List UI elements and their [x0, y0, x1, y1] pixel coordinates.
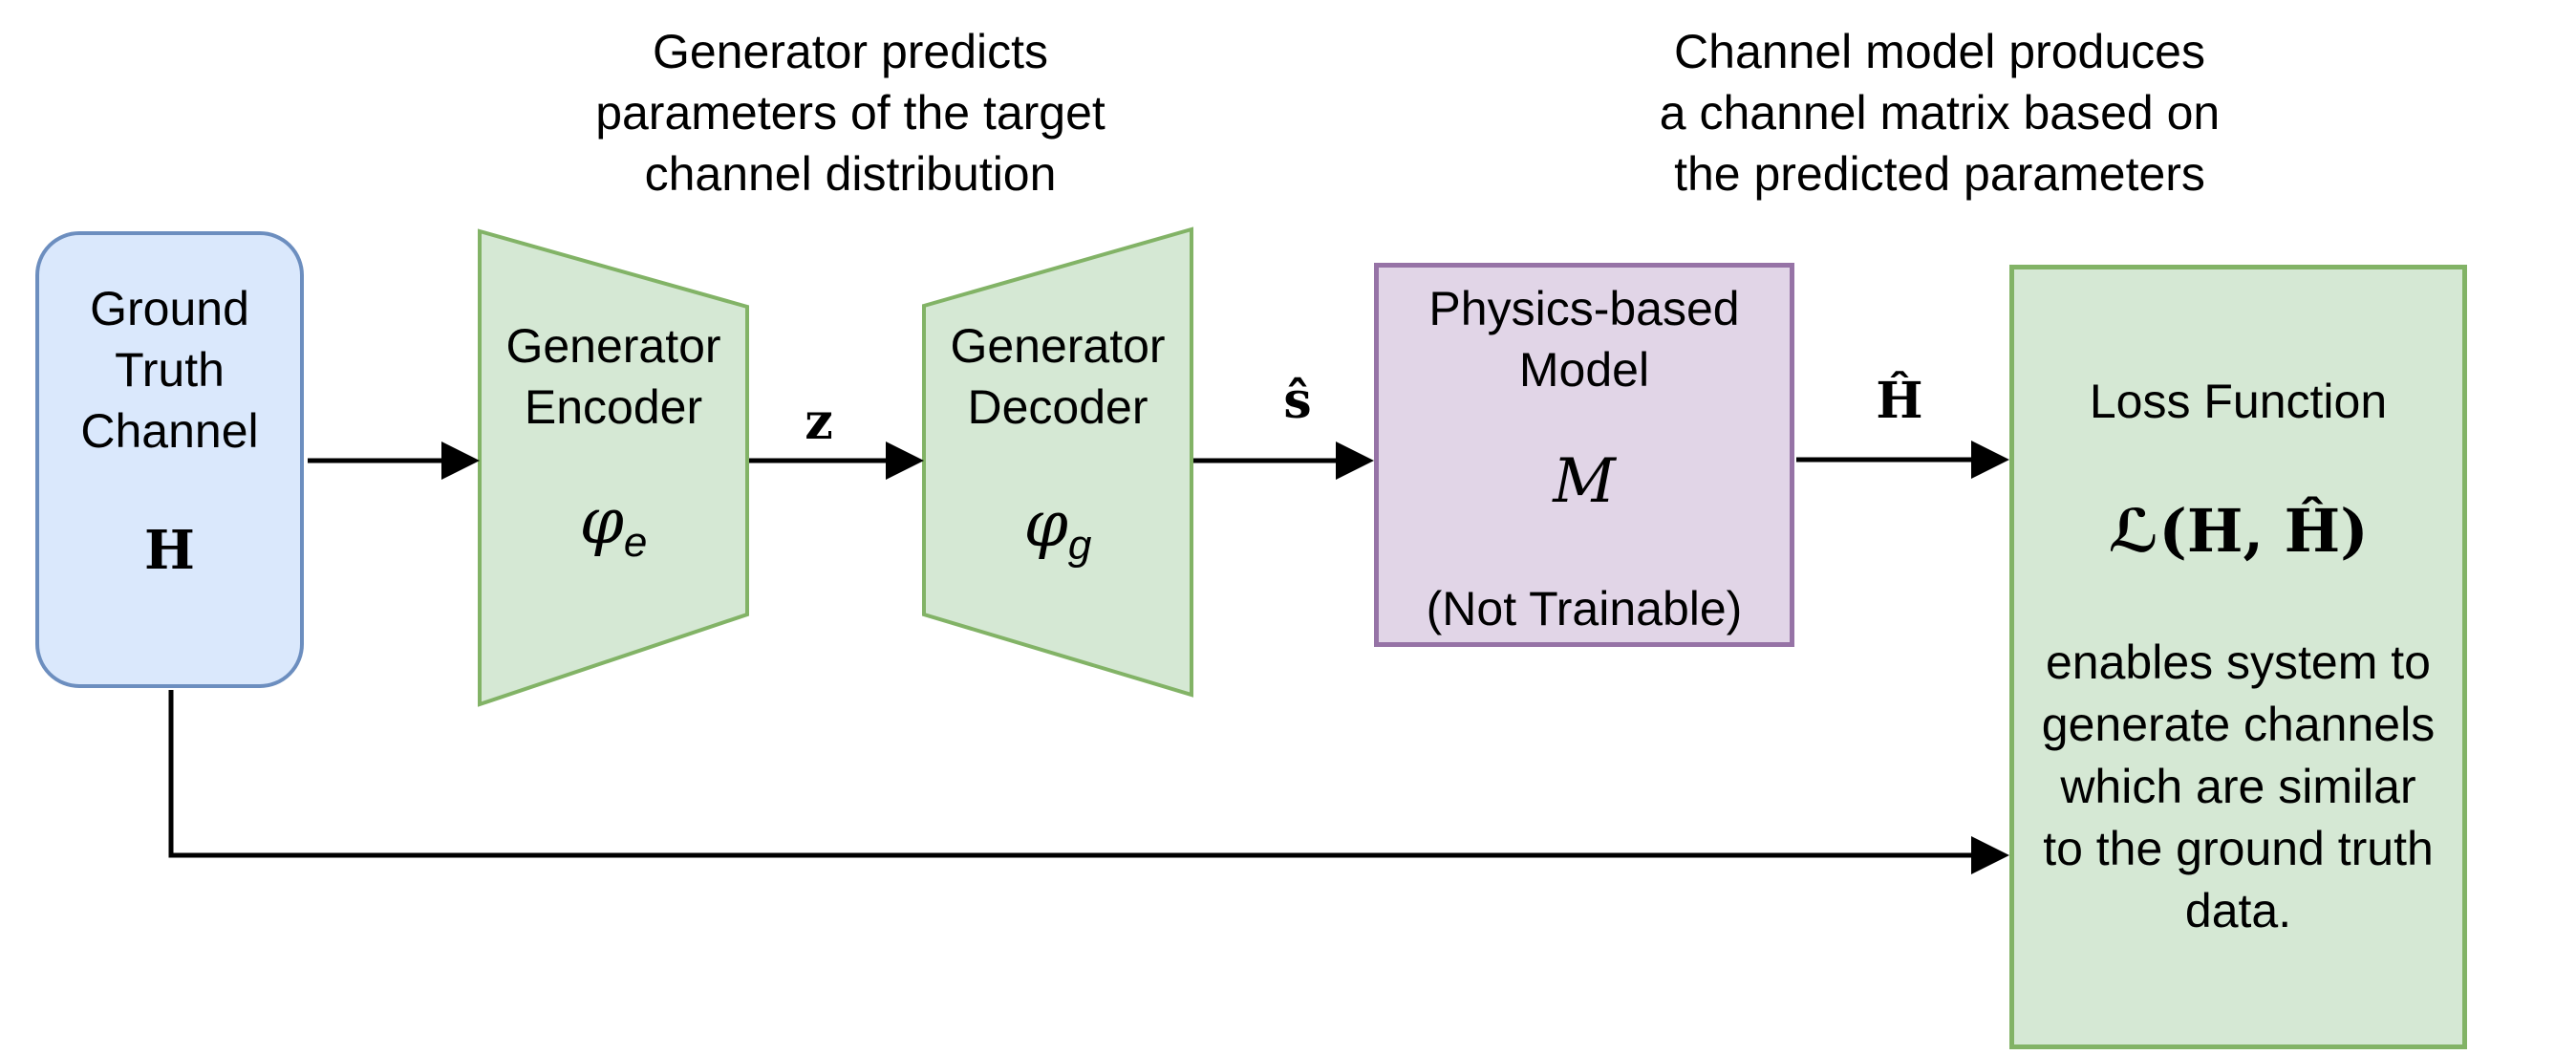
edge-ground-truth-to-loss-feedback — [168, 690, 2009, 874]
loss-function-formula: ℒ(H, Ĥ) — [2108, 496, 2369, 566]
physics-model-note: (Not Trainable) — [1426, 582, 1743, 635]
encoder-symbol-sub: e — [623, 519, 648, 567]
physics-model-symbol: M — [1553, 446, 1616, 517]
loss-function-description: enables system to generate channels whic… — [2041, 635, 2436, 937]
ground-truth-symbol: H — [144, 519, 195, 582]
decoder-label: Generator Decoder — [950, 319, 1166, 434]
edge-label-s-hat: ŝ — [1283, 372, 1312, 430]
decoder-symbol-phi: φ — [1023, 487, 1068, 561]
decoder-shape — [922, 226, 1193, 698]
decoder-symbol-sub: g — [1067, 522, 1092, 570]
edge-label-z-latent: z — [805, 393, 833, 451]
edge-label-h-hat: Ĥ — [1876, 372, 1923, 430]
annotation-generator-predicts: Generator predicts parameters of the tar… — [595, 25, 1106, 201]
encoder-symbol: φe — [480, 483, 747, 581]
loss-function-title: Loss Function — [2089, 375, 2388, 428]
encoder-label: Generator Encoder — [505, 319, 721, 434]
encoder-shape — [478, 228, 749, 707]
ground-truth-channel-node — [35, 231, 304, 688]
decoder-symbol: φg — [924, 485, 1191, 584]
physics-model-node — [1374, 263, 1794, 647]
encoder-symbol-phi: φ — [579, 484, 624, 558]
physics-model-label: Physics-based Model — [1428, 282, 1740, 397]
ground-truth-label: Ground Truth Channel — [80, 282, 259, 458]
annotation-channel-model: Channel model produces a channel matrix … — [1659, 25, 2221, 201]
loss-function-node — [2009, 265, 2467, 1049]
